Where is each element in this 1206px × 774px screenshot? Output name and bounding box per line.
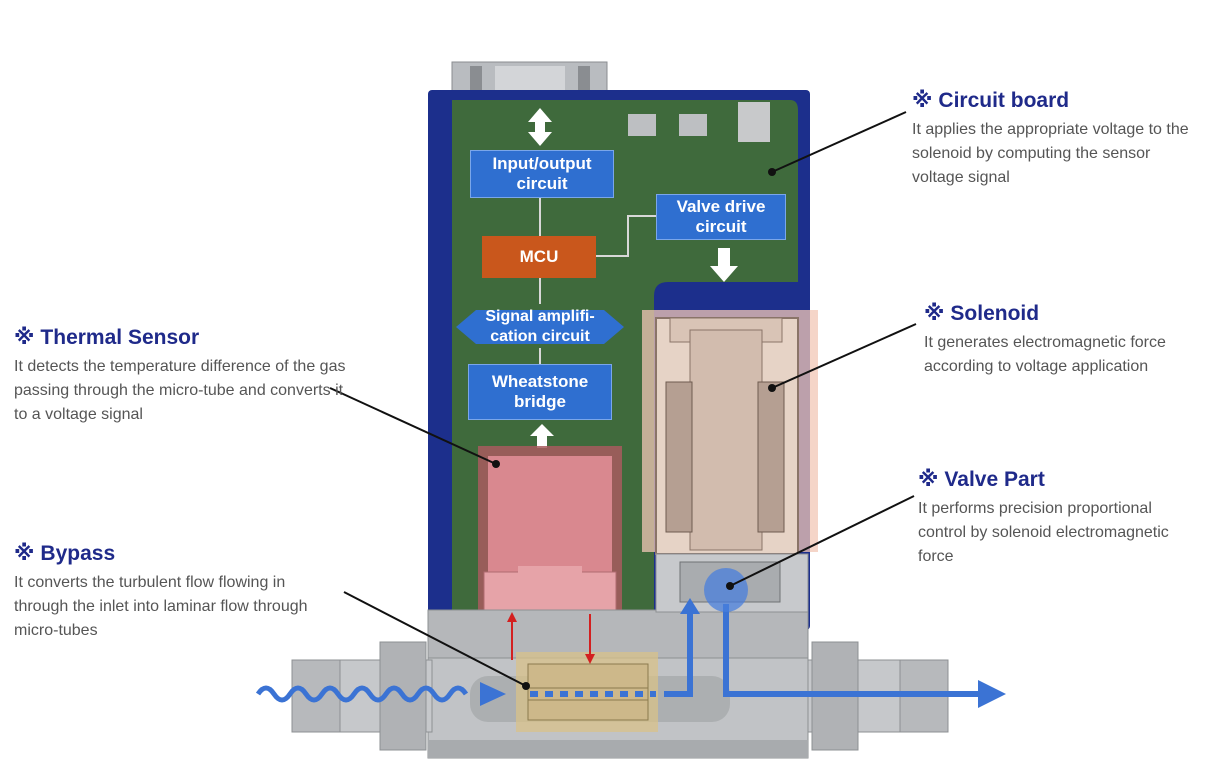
signal-line xyxy=(596,215,656,257)
sensing-arrow xyxy=(585,654,595,664)
wheatstone-bridge-block: Wheatstone bridge xyxy=(468,364,612,420)
signal-amp-shape xyxy=(456,310,624,344)
bypass-desc: It converts the turbulent flow flowing i… xyxy=(14,574,308,639)
leader-dot xyxy=(768,168,776,176)
reference-mark: ※ xyxy=(912,89,933,112)
reference-mark: ※ xyxy=(924,302,945,325)
leader-line-thermal-sensor xyxy=(329,387,497,465)
valve-part-title: ※Valve Part xyxy=(918,467,1045,492)
leader-dot xyxy=(768,384,776,392)
valve-part-title-text: Valve Part xyxy=(944,468,1045,491)
reference-mark: ※ xyxy=(14,326,35,349)
io-circuit-block: Input/output circuit xyxy=(470,150,614,198)
circuit-board-title-text: Circuit board xyxy=(938,89,1070,112)
thermal-sensor-component xyxy=(478,446,622,614)
solenoid-component xyxy=(642,310,818,555)
down-arrow-icon xyxy=(710,248,738,282)
valve-flow-arrowhead xyxy=(680,598,700,614)
valve-seat-highlight xyxy=(704,568,748,612)
outlet-arrowhead xyxy=(978,680,1006,708)
signal-amp-block: Signal amplifi-cation circuit xyxy=(485,308,595,345)
thermal-sensor-title: ※Thermal Sensor xyxy=(14,325,199,350)
thermal-sensor-title-text: Thermal Sensor xyxy=(40,326,200,349)
leader-line-solenoid xyxy=(771,323,917,389)
bypass-component xyxy=(516,652,658,732)
leader-line-circuit-board xyxy=(771,111,907,173)
inlet-flow-arrow xyxy=(255,685,469,703)
up-arrow-icon xyxy=(530,424,554,448)
valve-drive-circuit-block: Valve drive circuit xyxy=(656,194,786,240)
leader-dot xyxy=(492,460,500,468)
leader-line-valve-part xyxy=(729,495,915,587)
reference-mark: ※ xyxy=(918,468,939,491)
circuit-board-title: ※Circuit board xyxy=(912,88,1069,113)
leader-line-bypass xyxy=(343,591,527,687)
mcu-block: MCU xyxy=(482,236,596,278)
solenoid-desc: It generates electromagnetic force accor… xyxy=(924,334,1166,375)
chip xyxy=(738,102,770,142)
sensing-arrow xyxy=(507,612,517,622)
reference-mark: ※ xyxy=(14,542,35,565)
leader-dot xyxy=(726,582,734,590)
inlet-arrowhead xyxy=(480,682,506,706)
valve-part-desc: It performs precision proportional contr… xyxy=(918,500,1169,565)
solenoid-title: ※Solenoid xyxy=(924,301,1039,326)
chip xyxy=(679,114,707,136)
circuit-board-desc: It applies the appropriate voltage to th… xyxy=(912,121,1189,186)
bypass-title-text: Bypass xyxy=(40,542,116,565)
leader-dot xyxy=(522,682,530,690)
valve-flow-path xyxy=(664,612,693,697)
double-arrow-icon xyxy=(528,108,552,146)
thermal-sensor-desc: It detects the temperature difference of… xyxy=(14,358,346,423)
connector-top xyxy=(451,61,608,95)
outlet-flow-path xyxy=(723,604,980,697)
chip xyxy=(628,114,656,136)
bypass-title: ※Bypass xyxy=(14,541,115,566)
solenoid-title-text: Solenoid xyxy=(950,302,1040,325)
